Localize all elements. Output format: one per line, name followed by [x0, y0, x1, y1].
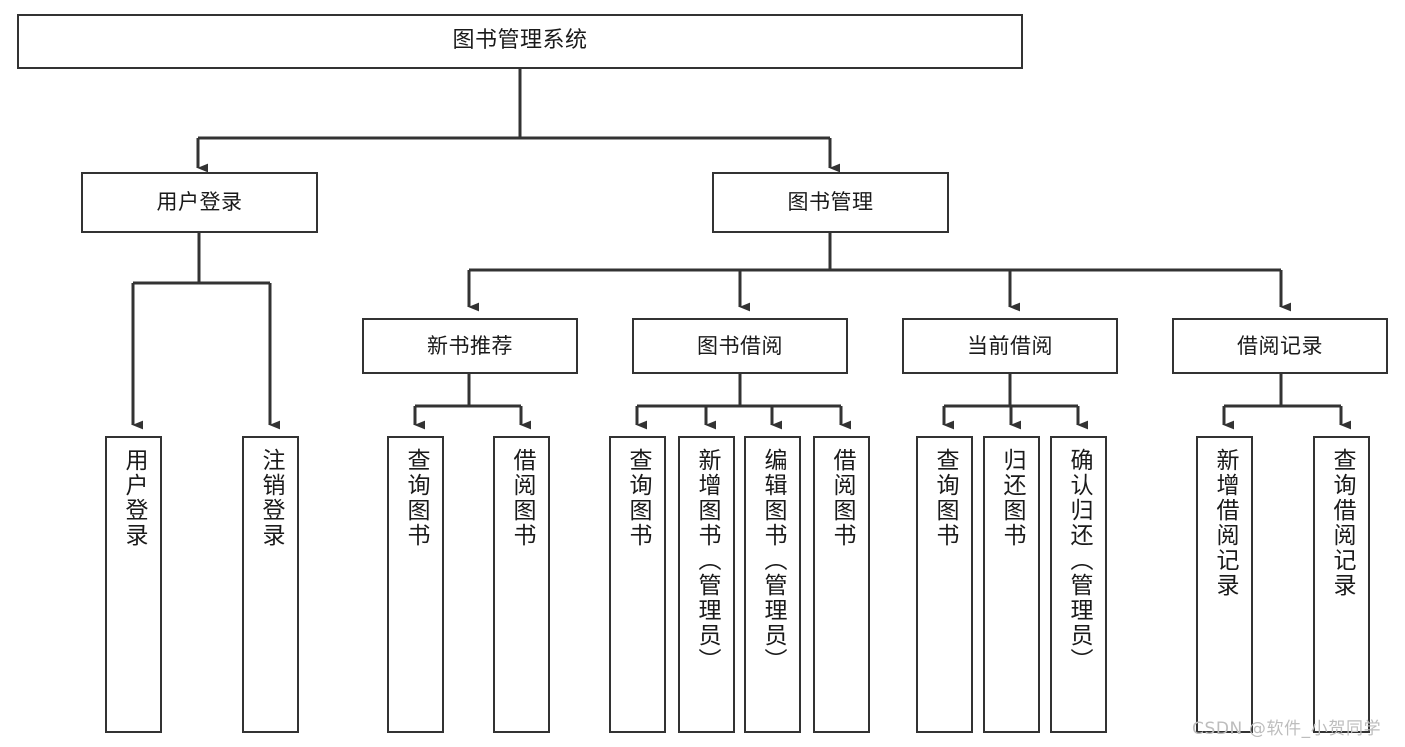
node-leaf-confirm-return[interactable]: 确认归还（管理员） — [1050, 436, 1107, 733]
node-book-borrow-label: 图书借阅 — [697, 333, 783, 358]
node-book-management-label: 图书管理 — [787, 190, 874, 215]
node-leaf-query-book-3[interactable]: 查询图书 — [916, 436, 973, 733]
node-book-management[interactable]: 图书管理 — [712, 172, 949, 233]
node-leaf-add-record-label: 新增借阅记录 — [1212, 448, 1238, 598]
node-leaf-query-book-3-label: 查询图书 — [932, 448, 958, 548]
node-user-login[interactable]: 用户登录 — [81, 172, 318, 233]
watermark: CSDN @软件_小贺同学 — [1192, 719, 1382, 739]
node-new-book-recommend[interactable]: 新书推荐 — [362, 318, 578, 374]
node-leaf-logout-login[interactable]: 注销登录 — [242, 436, 299, 733]
node-leaf-logout-login-label: 注销登录 — [258, 448, 284, 548]
node-borrow-record-label: 借阅记录 — [1237, 333, 1323, 358]
node-borrow-record[interactable]: 借阅记录 — [1172, 318, 1388, 374]
node-book-borrow[interactable]: 图书借阅 — [632, 318, 848, 374]
node-leaf-query-book-1[interactable]: 查询图书 — [387, 436, 444, 733]
node-leaf-edit-book[interactable]: 编辑图书（管理员） — [744, 436, 801, 733]
node-leaf-query-book-2[interactable]: 查询图书 — [609, 436, 666, 733]
node-leaf-user-login-label: 用户登录 — [121, 448, 147, 548]
node-leaf-edit-book-label: 编辑图书（管理员） — [760, 448, 786, 673]
node-leaf-query-record-label: 查询借阅记录 — [1329, 448, 1355, 598]
node-new-book-recommend-label: 新书推荐 — [427, 333, 513, 358]
node-leaf-user-login[interactable]: 用户登录 — [105, 436, 162, 733]
node-current-borrow[interactable]: 当前借阅 — [902, 318, 1118, 374]
node-root-label: 图书管理系统 — [452, 28, 588, 54]
node-leaf-return-book-label: 归还图书 — [999, 448, 1025, 548]
node-leaf-borrow-book-2-label: 借阅图书 — [829, 448, 855, 548]
node-leaf-return-book[interactable]: 归还图书 — [983, 436, 1040, 733]
node-leaf-add-book[interactable]: 新增图书（管理员） — [678, 436, 735, 733]
node-leaf-query-book-1-label: 查询图书 — [403, 448, 429, 548]
node-leaf-query-record[interactable]: 查询借阅记录 — [1313, 436, 1370, 733]
node-root[interactable]: 图书管理系统 — [17, 14, 1023, 69]
node-leaf-query-book-2-label: 查询图书 — [625, 448, 651, 548]
node-leaf-add-book-label: 新增图书（管理员） — [694, 448, 720, 673]
node-user-login-label: 用户登录 — [156, 190, 243, 215]
node-leaf-add-record[interactable]: 新增借阅记录 — [1196, 436, 1253, 733]
node-leaf-confirm-return-label: 确认归还（管理员） — [1066, 448, 1092, 673]
node-leaf-borrow-book-1[interactable]: 借阅图书 — [493, 436, 550, 733]
node-leaf-borrow-book-1-label: 借阅图书 — [509, 448, 535, 548]
node-current-borrow-label: 当前借阅 — [967, 333, 1053, 358]
node-leaf-borrow-book-2[interactable]: 借阅图书 — [813, 436, 870, 733]
